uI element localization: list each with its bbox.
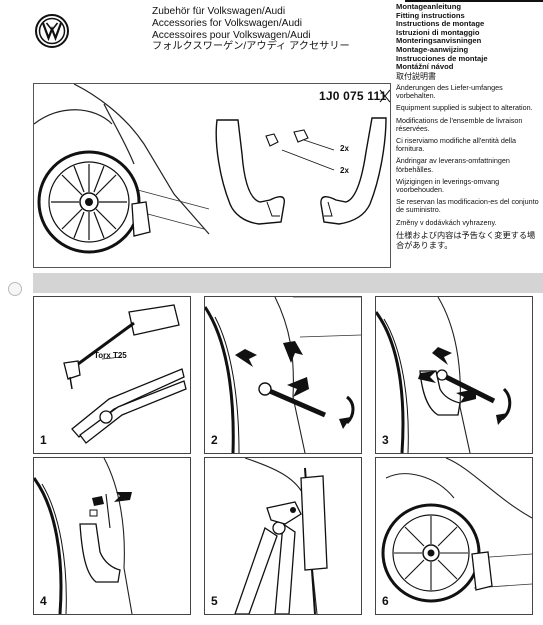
fitting-line-it: Istruzioni di montaggio [396,27,480,37]
vw-logo [35,14,69,48]
note-en: Equipment supplied is subject to alterat… [396,103,533,113]
accessories-line-en: Accessories for Volkswagen/Audi [152,17,303,29]
step-number: 2 [211,433,218,447]
step-3-panel: 3 [375,296,533,454]
punch-hole-mark [8,282,22,296]
step-number: 3 [382,433,389,447]
fitting-instructions-titles: Montageanleitung Fitting instructions In… [396,2,488,81]
insert-clip-illustration [34,458,133,614]
parts-overview-illustration [34,84,390,254]
note-jp: 仕様および内容は予告なく変更する場合があります。 [396,230,536,251]
fitting-line-fr: Instructions de montage [396,19,485,29]
fitting-line-es: Instrucciones de montaje [396,53,488,63]
note-de: Änderungen des Liefer-umfanges vorbehalt… [396,83,503,101]
step-5-panel: 5 [204,457,362,615]
fitting-line-nl: Montage-aanwijzing [396,44,469,54]
notes-column: Änderungen des Liefer-umfanges vorbehalt… [396,83,541,256]
step-1-panel: 1 Torx T25 [33,296,191,454]
separator-bar [33,273,543,293]
note-nl: Wijzigingen in leverings-omvang voorbeho… [396,176,500,195]
accessories-line-de: Zubehör für Volkswagen/Audi [152,6,286,17]
header-rule [405,0,543,2]
step-4-panel: 4 [33,457,191,615]
fitting-line-sv: Monteringsanvisningen [396,36,482,46]
step-number: 6 [382,594,389,608]
finished-installation-illustration [381,458,532,603]
fitting-line-de: Montageanleitung [396,2,461,11]
tool-label: Torx T25 [94,351,127,360]
step-6-panel: 6 [375,457,533,615]
step-number: 4 [40,594,47,608]
step-number: 5 [211,594,218,608]
tools-illustration [63,304,187,444]
accessories-line-jp: フォルクスワーゲン/アウディ アクセサリー [152,41,350,53]
parts-overview-panel [33,83,391,268]
fitting-line-jp: 取付説明書 [396,71,436,81]
clip-qty-label-1: 2x [340,144,349,153]
accessories-title: Zubehör für Volkswagen/Audi Accessories … [152,6,350,53]
note-es: Se reservan las modificacion-es del conj… [396,197,539,215]
part-number: 1J0 075 111 [319,89,387,103]
fit-mudflap-illustration [376,297,512,453]
note-fr: Modifications de l'ensemble de livraison… [396,115,523,133]
accessories-line-fr: Accessoires pour Volkswagen/Audi [152,29,311,41]
step-2-panel: 2 [204,296,362,454]
remove-screws-illustration [205,297,361,453]
screw-qty-label-2: 2x [340,166,349,175]
note-it: Ci riserviamo modifiche all'entità della… [396,136,517,154]
step-number: 1 [40,433,47,447]
fitting-line-cs: Montážní návod [396,62,454,72]
fitting-line-en: Fitting instructions [396,10,465,20]
note-sv: Ändringar av leverans-omfattningen förbe… [396,156,510,174]
crimp-clip-illustration [234,458,328,614]
note-cs: Změny v dodávkách vyhrazeny. [396,217,497,227]
